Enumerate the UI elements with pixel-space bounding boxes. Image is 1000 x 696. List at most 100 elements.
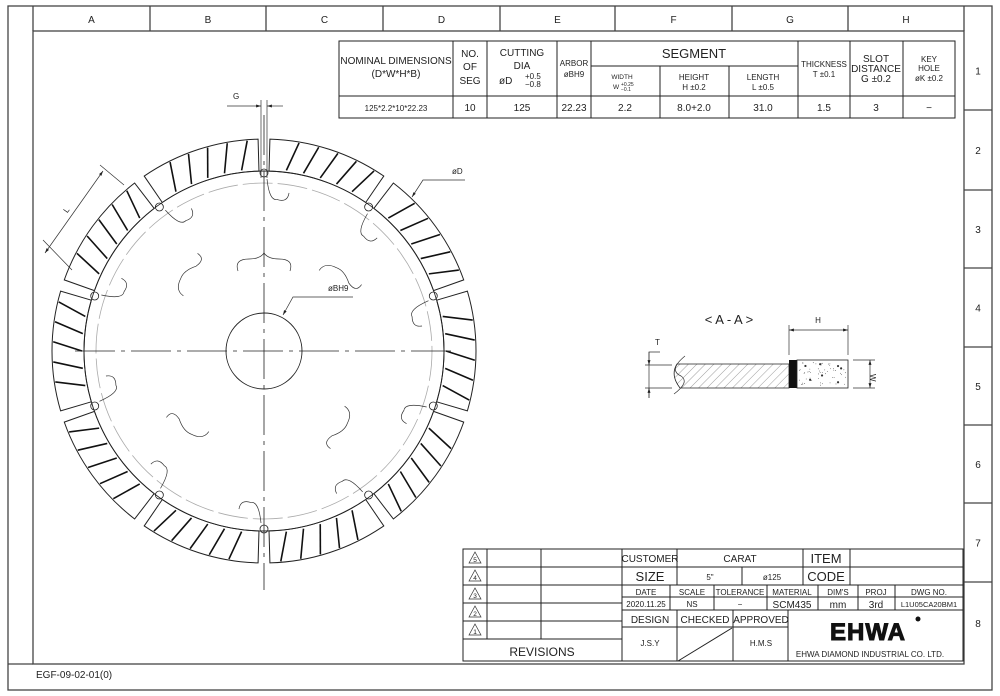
stress-slot-hook <box>238 501 262 524</box>
dim-bore-label: øBH9 <box>328 284 349 293</box>
spec-cell: 8.0+2.0 <box>677 103 711 114</box>
segment-slot <box>302 146 320 174</box>
diamond-segment <box>143 138 260 203</box>
customer-value: CARAT <box>723 554 756 565</box>
keyhole <box>90 401 100 411</box>
diamond-segment <box>268 499 385 564</box>
header-dia: DIA <box>514 61 531 72</box>
segment-slot <box>99 470 128 485</box>
column-label: A <box>88 15 95 26</box>
spec-cell: 125*2.2*10*22.23 <box>365 104 428 113</box>
segment-slot <box>69 427 100 433</box>
segment-slot <box>153 509 177 532</box>
scale-label: SCALE <box>679 588 705 597</box>
segment-slot <box>111 204 129 231</box>
stress-slot-hook <box>401 404 427 424</box>
dim-g-label: G <box>233 92 239 101</box>
tolerance-value: − <box>738 600 743 609</box>
column-label: B <box>205 15 212 26</box>
keyhole <box>90 291 100 301</box>
revisions-label: REVISIONS <box>509 645 574 659</box>
stress-slot-hook <box>150 460 168 489</box>
tol-lower: −0.8 <box>525 80 541 89</box>
dims-value: mm <box>830 600 847 611</box>
header-segment: SEGMENT <box>662 46 726 61</box>
revision-triangle-icon <box>468 587 482 600</box>
keyhole <box>428 291 438 301</box>
column-label: H <box>902 15 909 26</box>
revision-number: 1 <box>473 629 477 636</box>
header-seg: SEG <box>459 76 480 87</box>
segment-slot <box>98 219 118 245</box>
size-inch: 5" <box>706 573 713 582</box>
segment-slot <box>76 252 100 275</box>
header-slot: SLOT <box>863 54 889 65</box>
row-label: 4 <box>975 304 981 315</box>
header-od: øD <box>499 76 512 87</box>
segment-slot <box>444 367 474 381</box>
dwg-no-label: DWG NO. <box>911 588 947 597</box>
segment-slot <box>112 483 141 500</box>
keyhole <box>428 401 438 411</box>
segment-slot <box>399 471 417 498</box>
segment-slot <box>335 517 341 549</box>
segment-slot <box>410 233 441 245</box>
segment-slot <box>208 528 226 556</box>
dims-label: DIM'S <box>827 588 849 597</box>
dwg-no-value: L1U05CA20BM1 <box>901 600 957 609</box>
row-label: 7 <box>975 539 981 550</box>
header-no: NO. <box>461 49 479 60</box>
segment-slot <box>387 202 416 219</box>
revision-triangle-icon <box>468 605 482 618</box>
header-thickness-tol: T ±0.1 <box>813 70 836 79</box>
segment-slot <box>53 361 83 370</box>
segment-slot <box>400 217 429 232</box>
material-label: MATERIAL <box>772 588 812 597</box>
segment-slot <box>54 321 84 335</box>
header-hole: HOLE <box>918 64 940 73</box>
revision-number: 2 <box>473 611 477 618</box>
segment-slot <box>86 235 108 260</box>
blade-front-view <box>51 115 477 590</box>
segment-slot <box>77 442 108 451</box>
stress-slot-hook <box>411 300 429 327</box>
section-title: < A - A > <box>705 312 753 327</box>
header-distance: DISTANCE <box>851 64 901 75</box>
width-tol-lower: −0.1 <box>621 87 631 93</box>
dim-l-label: L <box>62 205 72 214</box>
revision-triangle-icon <box>468 551 482 564</box>
spec-table: NOMINAL DIMENSIONS (D*W*H*B) NO. OF SEG … <box>338 40 956 119</box>
segment-slot <box>445 332 475 341</box>
title-block <box>462 548 964 662</box>
header-key-tol: øK ±0.2 <box>915 74 944 83</box>
segment-slot <box>299 528 305 559</box>
row-label: 6 <box>975 460 981 471</box>
header-length-tol: L ±0.5 <box>752 83 774 92</box>
segment-slot <box>228 531 243 560</box>
stress-slot-hook <box>165 208 194 223</box>
segment-slot <box>428 427 452 450</box>
scale-value: NS <box>686 600 697 609</box>
header-cutting: CUTTING <box>500 48 545 59</box>
header-key: KEY <box>921 55 938 64</box>
segment-slot <box>169 161 177 192</box>
item-label: ITEM <box>810 551 841 566</box>
dim-od-label: øD <box>452 167 463 176</box>
diamond-segment <box>268 138 385 204</box>
stress-slot-hook <box>266 178 290 201</box>
segment-slot <box>189 523 209 550</box>
blade-dimensions: G L øD øBH9 <box>42 92 465 316</box>
spec-cell: 10 <box>464 103 476 114</box>
revision-number: 3 <box>473 593 477 600</box>
section-h-label: H <box>815 316 821 325</box>
segment-slot <box>351 510 359 541</box>
approver-value: H.M.S <box>750 639 772 648</box>
spec-cell: 1.5 <box>817 103 831 114</box>
segment-slot <box>351 170 375 193</box>
cooling-slot <box>318 264 362 289</box>
tolerance-label: TOLERANCE <box>716 588 765 597</box>
column-label: C <box>321 15 328 26</box>
